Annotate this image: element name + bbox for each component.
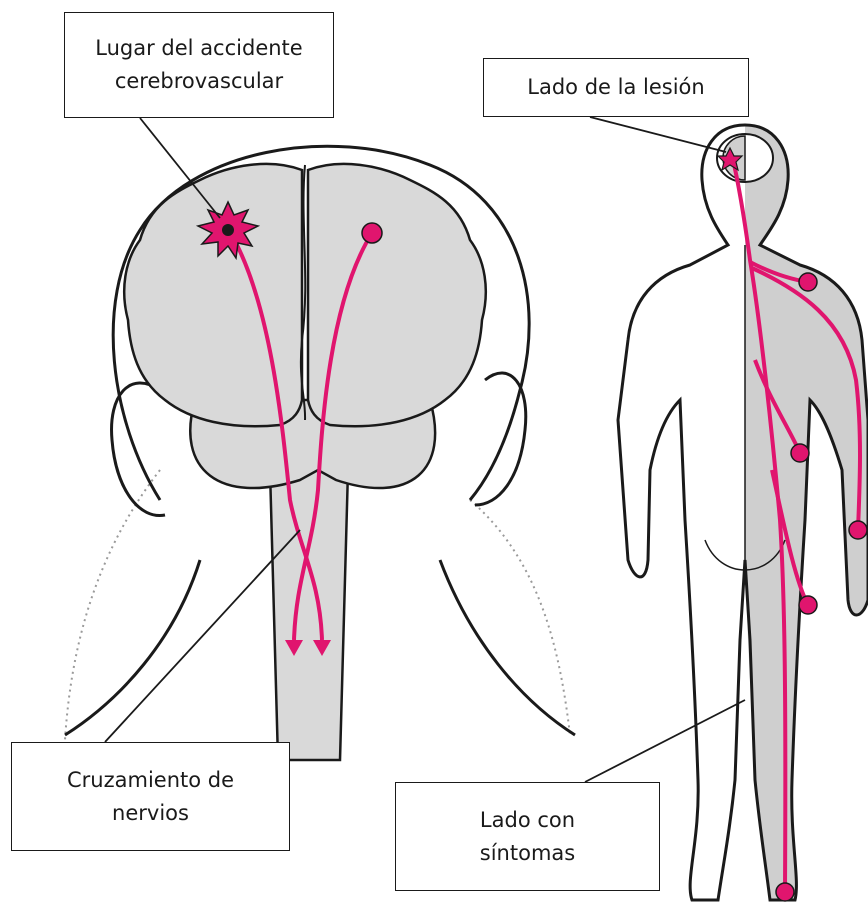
stroke-site-label: Lugar del accidente cerebrovascular: [64, 12, 334, 118]
nerve-crossing-line-2: nervios: [112, 797, 189, 830]
brainstem: [270, 470, 348, 760]
stroke-site-line-1: Lugar del accidente: [95, 32, 302, 65]
symptom-side-label: Lado con síntomas: [395, 782, 660, 891]
symptom-side-line-1: Lado con: [480, 804, 575, 837]
neck-left: [65, 560, 200, 735]
symptom-side-line-2: síntomas: [480, 837, 575, 870]
lesion-side-label: Lado de la lesión: [483, 58, 749, 117]
stroke-site-line-2: cerebrovascular: [115, 65, 283, 98]
nerve-crossing-label: Cruzamiento de nervios: [11, 742, 290, 851]
nerve-crossing-line-1: Cruzamiento de: [67, 764, 234, 797]
right-brain-node: [362, 223, 382, 243]
stroke-site-core: [222, 224, 234, 236]
neck-right: [440, 560, 575, 735]
lesion-side-line-1: Lado de la lesión: [527, 71, 704, 104]
right-hemisphere: [308, 164, 486, 426]
